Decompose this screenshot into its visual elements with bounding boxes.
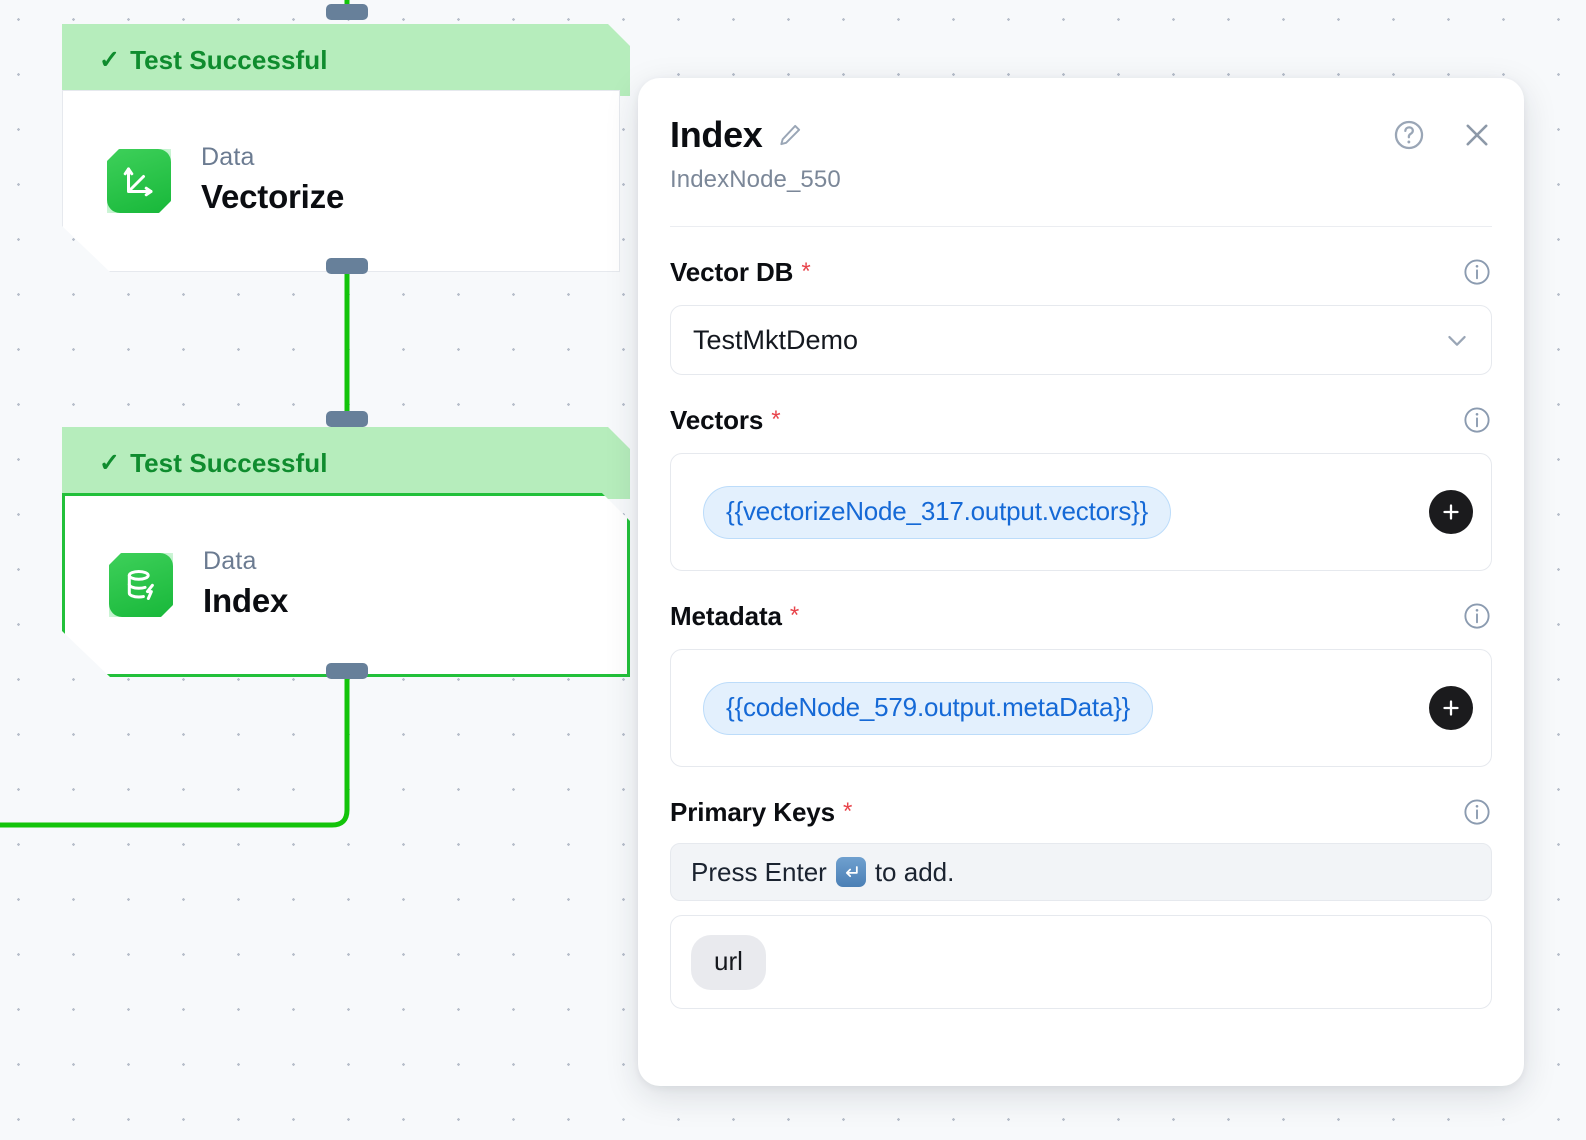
hint-text-before: Press Enter xyxy=(691,856,827,887)
node-handle-index-bottom[interactable] xyxy=(326,663,368,679)
required-marker: * xyxy=(789,602,800,629)
field-header: Vector DB * xyxy=(670,253,1492,291)
info-icon[interactable] xyxy=(1462,601,1492,631)
field-label: Metadata xyxy=(670,600,782,631)
field-label: Vectors xyxy=(670,404,764,435)
primary-keys-chip-list[interactable]: url xyxy=(670,915,1492,1009)
panel-header: Index IndexNode_550 xyxy=(638,78,1524,194)
node-card[interactable]: Data Index xyxy=(62,493,630,677)
check-icon: ✓ xyxy=(99,45,121,74)
page-title: Index xyxy=(670,114,763,155)
node-text-block: Data Index xyxy=(203,547,288,623)
node-status-badge: ✓ Test Successful xyxy=(62,24,630,96)
node-status-badge: ✓ Test Successful xyxy=(62,427,630,499)
edge-index-outgoing xyxy=(0,672,350,828)
node-handle-vectorize-bottom[interactable] xyxy=(326,258,368,274)
node-config-panel: Index IndexNode_550 xyxy=(638,78,1524,1086)
panel-title-row: Index xyxy=(670,114,1484,156)
vectors-token-input[interactable]: {{vectorizeNode_317.output.vectors}} xyxy=(670,453,1492,571)
field-header: Vectors * xyxy=(670,401,1492,439)
field-header: Metadata * xyxy=(670,597,1492,635)
node-status-label: Test Successful xyxy=(130,44,328,75)
required-marker: * xyxy=(771,406,781,433)
field-primary-keys: Primary Keys * Press Enter xyxy=(670,793,1492,1009)
close-icon[interactable] xyxy=(1460,118,1494,152)
node-handle-vectorize-top[interactable] xyxy=(326,4,368,20)
node-text-block: Data Vectorize xyxy=(201,143,344,219)
pencil-icon[interactable] xyxy=(777,122,803,148)
variable-token[interactable]: {{codeNode_579.output.metaData}} xyxy=(703,681,1154,735)
primary-key-chip[interactable]: url xyxy=(691,934,766,990)
node-status-label: Test Successful xyxy=(130,447,328,478)
required-marker: * xyxy=(843,798,853,825)
node-kind-label: Data xyxy=(201,143,255,172)
field-header: Primary Keys * xyxy=(670,793,1492,831)
vector-axes-icon xyxy=(107,149,171,213)
vector-db-select[interactable]: TestMktDemo xyxy=(670,305,1492,375)
plus-icon[interactable] xyxy=(1429,686,1473,730)
enter-key-icon xyxy=(835,857,866,887)
required-marker: * xyxy=(801,258,811,285)
field-label: Primary Keys xyxy=(670,796,836,827)
node-title-label: Index xyxy=(203,581,289,619)
node-handle-index-top[interactable] xyxy=(326,411,368,427)
info-icon[interactable] xyxy=(1462,257,1492,287)
node-card[interactable]: Data Vectorize xyxy=(62,90,620,272)
help-circle-icon[interactable] xyxy=(1392,118,1426,152)
check-icon: ✓ xyxy=(99,448,121,477)
node-title-label: Vectorize xyxy=(201,177,345,215)
info-icon[interactable] xyxy=(1462,405,1492,435)
database-bolt-icon xyxy=(109,553,173,617)
variable-token[interactable]: {{vectorizeNode_317.output.vectors}} xyxy=(703,485,1172,539)
panel-body: Vector DB * TestMktDemo xyxy=(638,253,1524,1009)
metadata-token-input[interactable]: {{codeNode_579.output.metaData}} xyxy=(670,649,1492,767)
header-divider xyxy=(670,226,1492,227)
field-label: Vector DB xyxy=(670,256,794,287)
field-vector-db: Vector DB * TestMktDemo xyxy=(670,253,1492,375)
node-index[interactable]: ✓ Test Successful Data Index xyxy=(62,427,630,677)
panel-header-actions xyxy=(1392,118,1494,152)
plus-icon[interactable] xyxy=(1429,490,1473,534)
node-id-label: IndexNode_550 xyxy=(670,166,841,193)
node-vectorize[interactable]: ✓ Test Successful Data Vectorize xyxy=(62,24,630,272)
field-vectors: Vectors * {{vectorizeNode_317.output.vec… xyxy=(670,401,1492,571)
info-icon[interactable] xyxy=(1462,797,1492,827)
primary-keys-input[interactable]: Press Enter to add. xyxy=(670,843,1492,901)
hint-text-after: to add. xyxy=(874,856,955,887)
node-kind-label: Data xyxy=(203,547,257,576)
field-metadata: Metadata * {{codeNode_579.output.metaDat… xyxy=(670,597,1492,767)
chevron-down-icon xyxy=(1443,326,1471,354)
vector-db-selected-value: TestMktDemo xyxy=(693,324,859,355)
